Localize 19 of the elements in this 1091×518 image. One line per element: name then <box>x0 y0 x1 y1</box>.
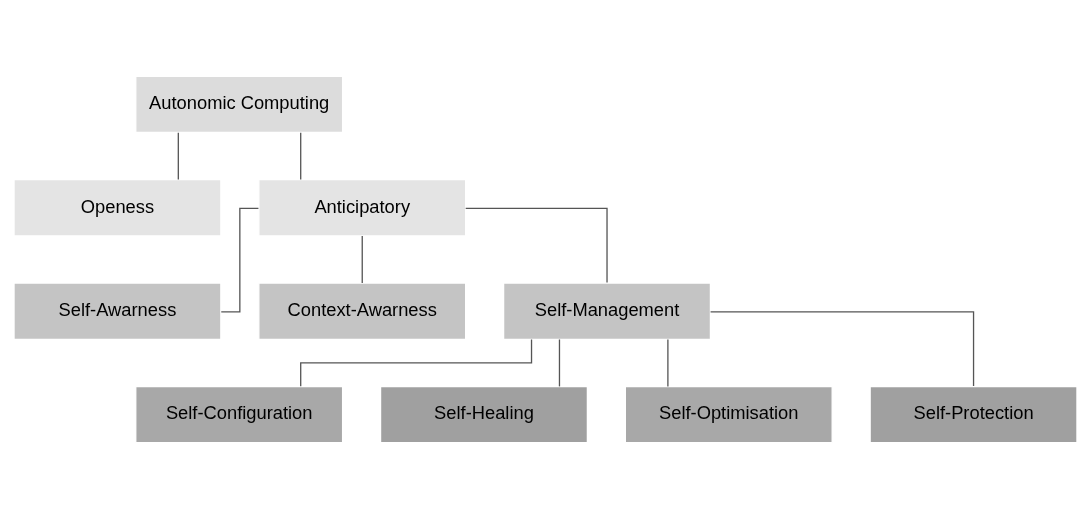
connector <box>300 131 302 180</box>
node-box: Self-Protection <box>869 385 1078 443</box>
connector <box>667 338 669 387</box>
node-box: Openess <box>13 178 222 237</box>
connector <box>709 310 975 387</box>
node-box: Autonomic Computing <box>135 75 344 133</box>
node-box: Self-Optimisation <box>624 385 833 443</box>
connector <box>220 207 260 312</box>
node-box: Context-Awarness <box>258 281 467 340</box>
connector <box>465 207 608 283</box>
connector <box>558 338 561 387</box>
node-box: Self-Awarness <box>13 281 222 340</box>
node-box: Self-Management <box>502 281 712 340</box>
connector <box>300 338 533 387</box>
node-box: Self-Healing <box>379 385 589 443</box>
connector <box>177 131 179 180</box>
node-box: Self-Configuration <box>135 385 344 443</box>
node-box: Anticipatory <box>258 178 467 237</box>
connector <box>361 234 363 284</box>
